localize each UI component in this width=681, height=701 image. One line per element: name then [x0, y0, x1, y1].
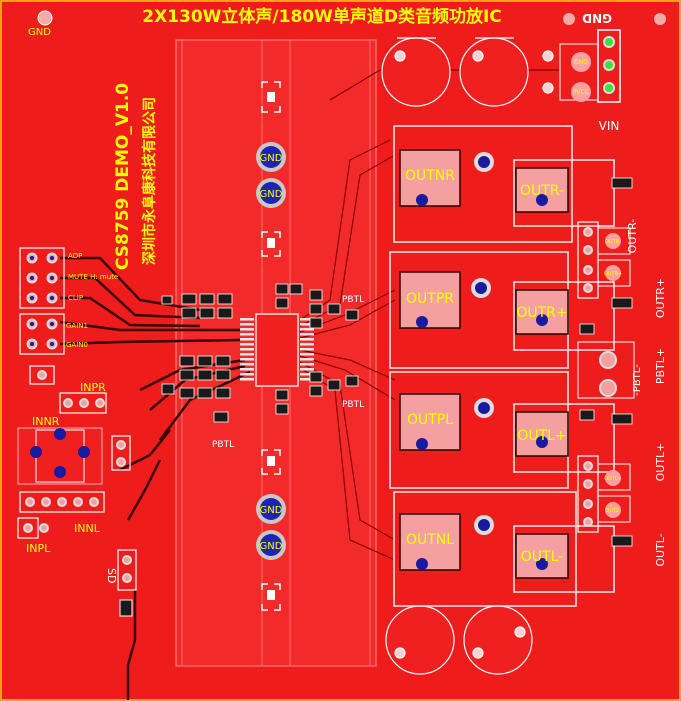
board-model: CS8759 DEMO_V1.0	[113, 83, 133, 270]
output-vias	[416, 152, 548, 570]
vin-connector	[559, 29, 621, 103]
outr-minus-label: OUTR-	[520, 183, 564, 199]
inpl-label: INPL	[26, 542, 51, 555]
gnd-label-top-right: GND	[582, 11, 612, 25]
side-pbtl-plus: PBTL+	[654, 348, 667, 384]
smd-components	[161, 283, 359, 423]
outpr-label: OUTPR	[406, 291, 454, 307]
gnd-holes	[256, 142, 286, 560]
side-outl-plus: OUTL+	[654, 443, 667, 482]
gnd-hole-label-3: GND	[260, 505, 283, 516]
gnd-hole-label-2: GND	[260, 189, 283, 200]
side-outr-plus: OUTR+	[654, 278, 667, 318]
term-outl-minus: OUTL-	[605, 508, 620, 514]
inductor-frames	[389, 125, 615, 607]
gain0-label: GAIN0	[66, 341, 88, 349]
outr-plus-label: OUTR+	[516, 305, 567, 321]
innr-label: INNR	[32, 415, 60, 428]
amplifier-ic	[240, 313, 314, 387]
term-outl-plus: OUTL+	[604, 476, 622, 482]
bracket-pad-3	[267, 456, 275, 466]
side-outr-minus: OUTR-	[626, 219, 639, 254]
pbtl-label-left: PBTL	[212, 440, 234, 450]
board-title: 2X130W立体声/180W单声道D类音频功放IC	[142, 6, 502, 27]
vin-label: VIN	[599, 119, 620, 133]
outpl-label: OUTPL	[407, 412, 453, 428]
term-outr-plus: OUTR+	[604, 271, 622, 277]
gnd-hole-label-1: GND	[260, 153, 283, 164]
gain1-label: GAIN1	[66, 322, 88, 330]
board-company: 深圳市永阜康科技有限公司	[141, 97, 158, 265]
side-outl-minus: OUTL-	[654, 533, 667, 566]
inpr-label: INPR	[80, 381, 106, 394]
pbtl-label-right-bot: PBTL	[342, 400, 364, 410]
pbtl-label-right-top: PBTL	[342, 295, 364, 305]
gnd-hole-top-left	[37, 10, 53, 26]
term-outr-minus: OUTR-	[605, 239, 621, 245]
gnd-label-top-left: GND	[28, 27, 51, 38]
bracket-pad-1	[267, 92, 275, 102]
adp-label: ADP	[68, 252, 82, 260]
capacitors-top	[381, 37, 554, 107]
output-pads	[399, 149, 569, 579]
outnl-label: OUTNL	[406, 532, 454, 548]
outnr-label: OUTNR	[405, 168, 455, 184]
capacitors-bottom	[385, 605, 533, 675]
gnd-hole-top-right-a	[563, 13, 575, 25]
bracket-pad-4	[267, 590, 275, 600]
outl-plus-label: OUTL+	[517, 428, 566, 444]
bracket-markers	[261, 81, 281, 611]
gnd-hole-top-right-b	[654, 13, 666, 25]
bracket-pad-2	[267, 238, 275, 248]
vin-vcc-pad-label: PVCC	[573, 89, 589, 96]
sd-header	[117, 549, 137, 617]
input-section	[17, 365, 131, 539]
clip-label: CLIP	[68, 294, 83, 302]
output-terminals	[577, 177, 635, 547]
gnd-hole-label-4: GND	[260, 541, 283, 552]
control-headers	[19, 247, 65, 355]
mute-label: MUTE H: mute	[68, 273, 118, 281]
outl-minus-label: OUTL-	[521, 549, 563, 565]
side-pbtl-minus: -PBTL-	[632, 364, 643, 396]
sd-label: SD	[105, 568, 118, 583]
vin-gnd-pad-label: GND	[574, 59, 588, 66]
innl-label: INNL	[74, 522, 101, 535]
